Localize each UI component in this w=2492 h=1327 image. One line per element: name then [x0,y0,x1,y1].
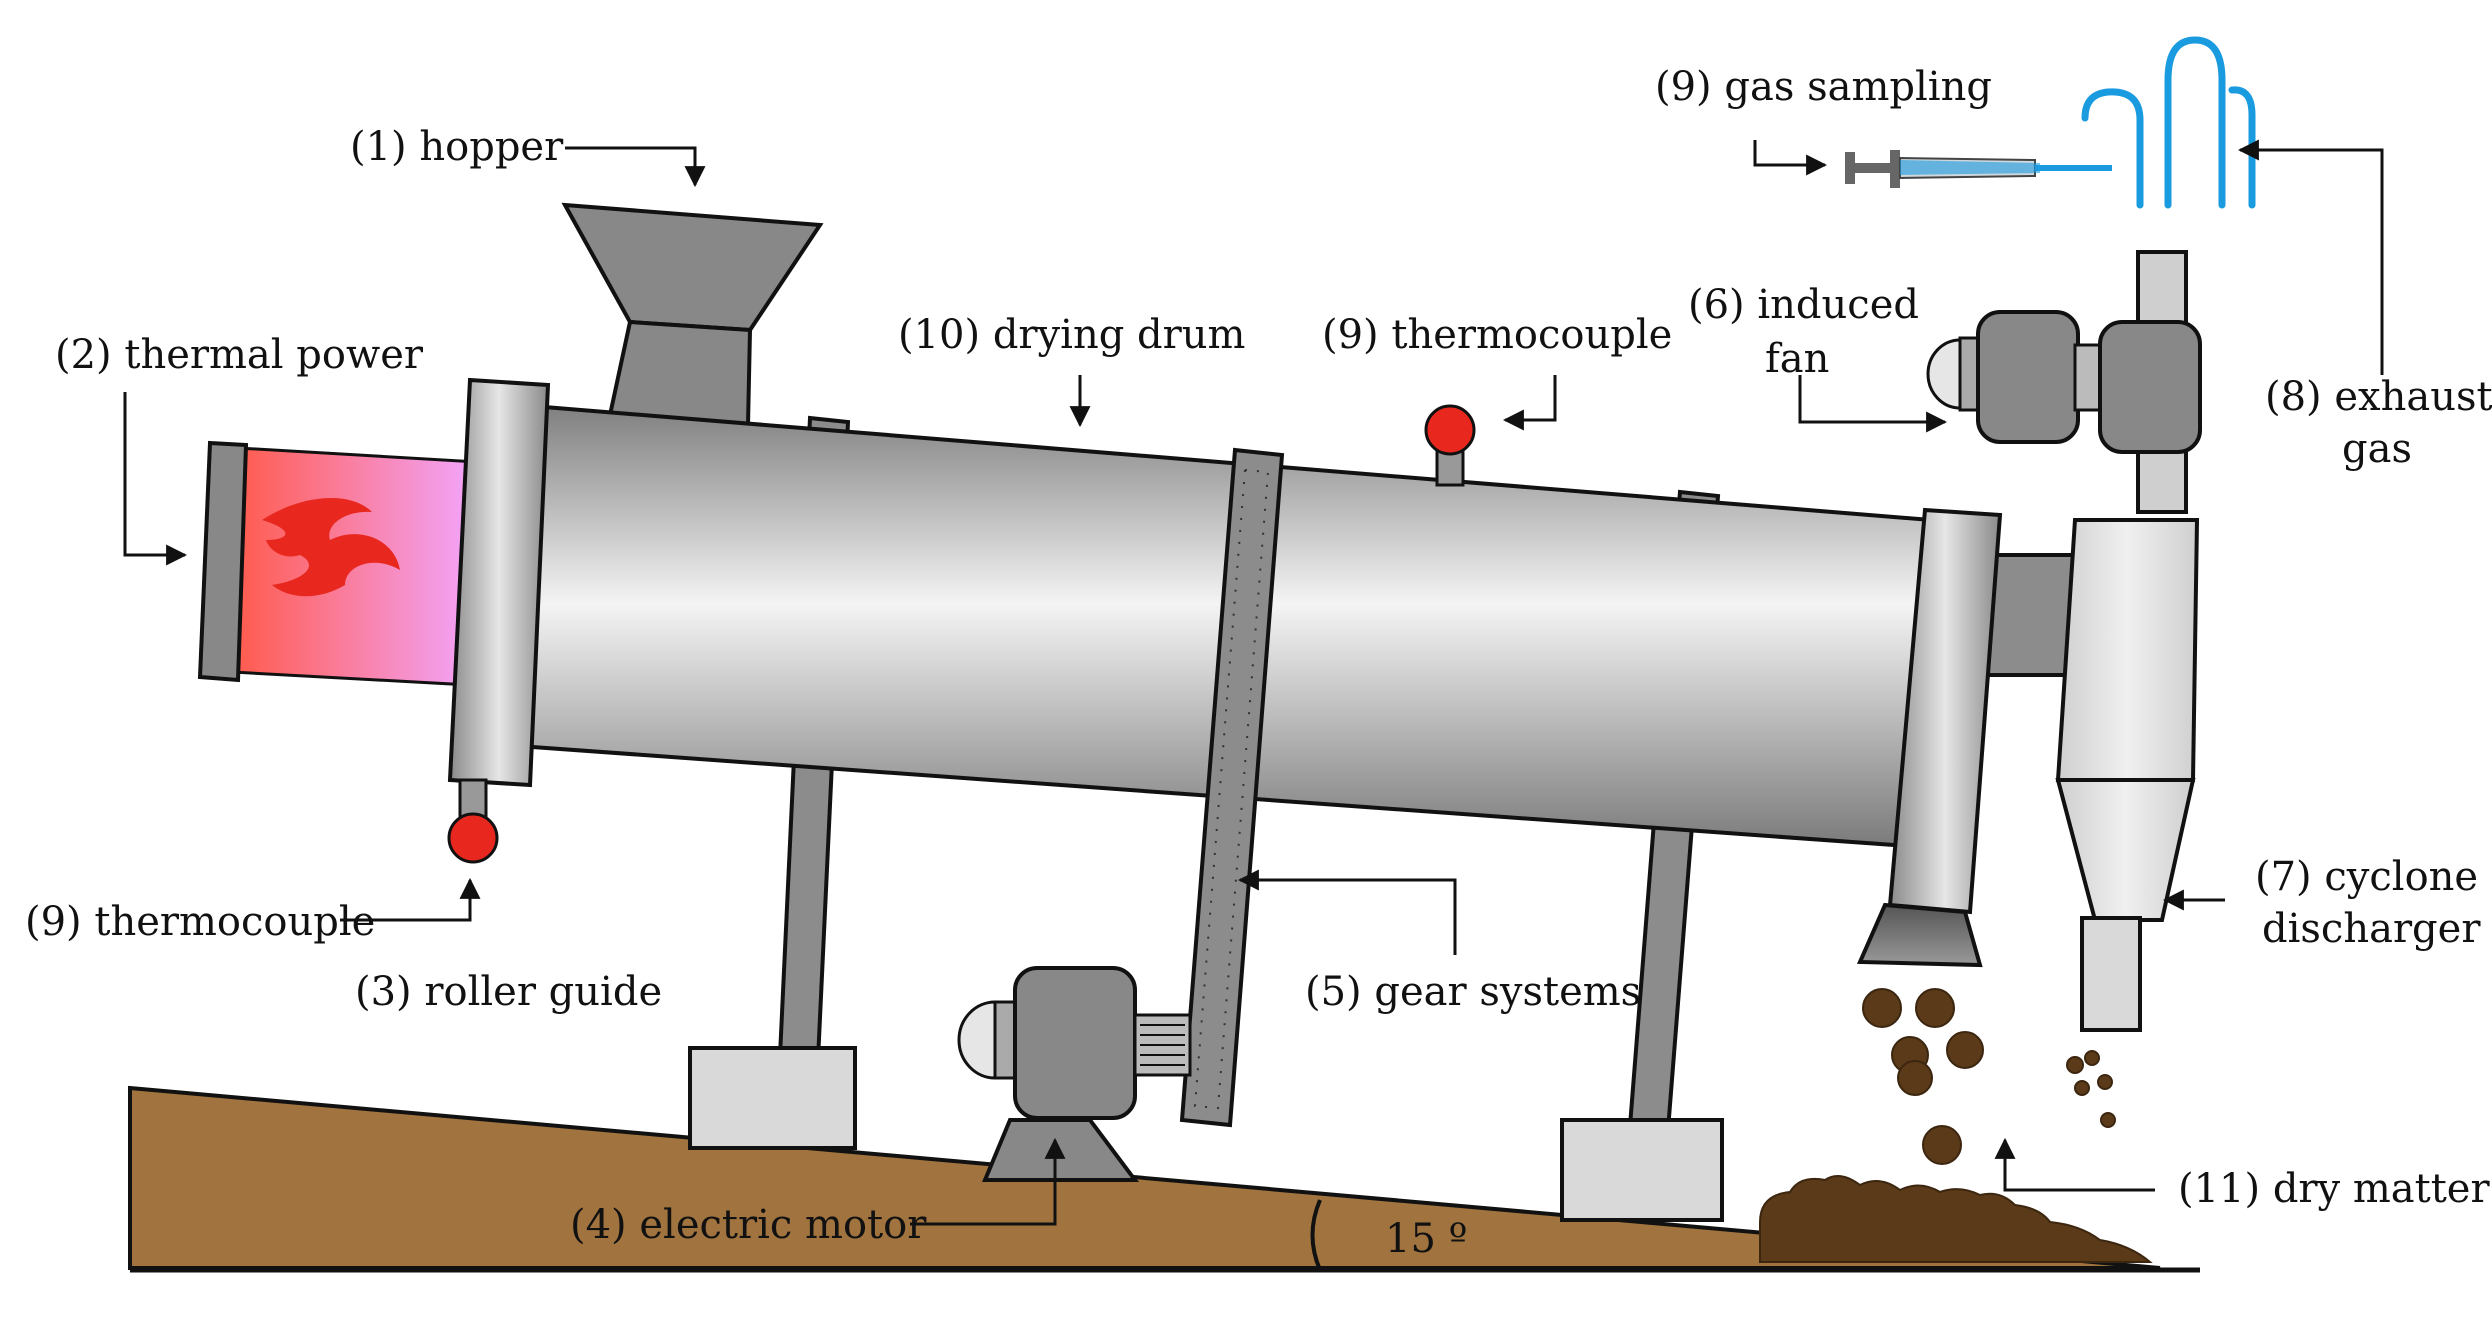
dry-matter [1759,988,2153,1263]
label-thermocouple-bottom: (9) thermocouple [25,899,375,945]
label-drying-drum: (10) drying drum [898,312,1245,358]
gear-ring [1179,447,1285,1128]
exhaust-gas [2081,36,2256,209]
flame-icon [262,498,400,597]
label-thermal-power: (2) thermal power [55,332,424,378]
label-gear-systems: (5) gear systems [1305,969,1641,1015]
label-hopper: (1) hopper [350,124,564,170]
label-induced-fan-line1: (6) induced [1688,282,1919,328]
label-exhaust-line1: (8) exhaust [2265,374,2492,420]
cyclone-discharger [2055,250,2200,1032]
label-induced-fan-line2: fan [1765,336,1829,382]
induced-fan [1926,310,2202,454]
drying-drum [502,402,2077,851]
label-exhaust-line2: gas [2342,426,2412,472]
label-electric-motor: (4) electric motor [570,1202,927,1248]
burner [197,440,480,687]
label-dry-matter: (11) dry matter [2178,1166,2490,1212]
roller-guide-right [1856,507,2003,968]
label-thermocouple-top: (9) thermocouple [1322,312,1672,358]
label-cyclone-line2: discharger [2262,906,2481,952]
label-cyclone-line1: (7) cyclone [2255,854,2478,900]
leader-lines [123,139,2384,1226]
syringe-icon [1845,150,2112,188]
thermocouple-top [1424,404,1476,487]
label-angle: 15 º [1385,1216,1467,1262]
electric-motor [957,966,1192,1182]
labels: (1) hopper (2) thermal power (10) drying… [25,64,2492,1262]
hopper [561,202,824,428]
thermocouple-bottom [447,778,499,864]
label-roller-guide: (3) roller guide [355,969,662,1015]
roller-guide-left [447,377,551,788]
label-gas-sampling: (9) gas sampling [1655,64,1992,110]
ground-slope [128,1085,2200,1273]
